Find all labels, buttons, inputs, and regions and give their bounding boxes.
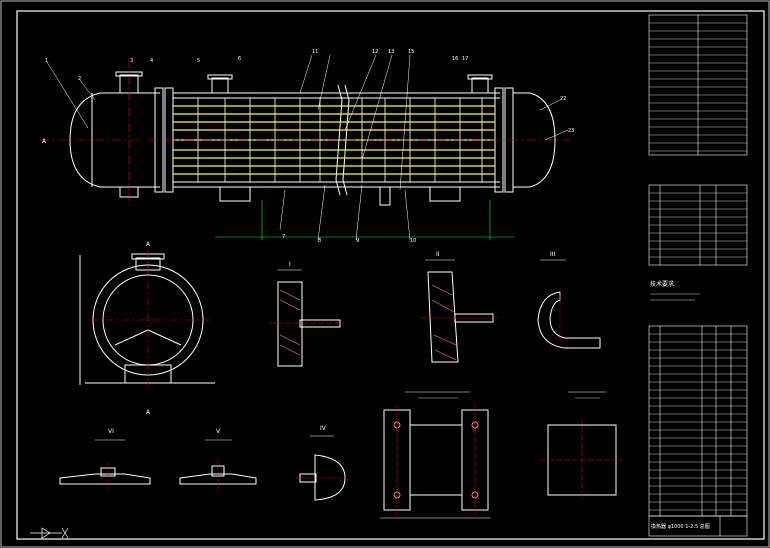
callout: 22: [560, 96, 566, 102]
nozzle-rows: [649, 192, 747, 258]
callout: 2: [78, 76, 81, 82]
callout: 4: [150, 58, 153, 64]
title-block-caption: 換热器 φ1000 1-2.5 总图: [651, 523, 710, 530]
leader-lines: [46, 54, 569, 241]
svg-text:IV: IV: [320, 425, 327, 432]
callout: 16: [452, 56, 458, 62]
design-data-table: [648, 14, 748, 156]
svg-text:II: II: [436, 251, 440, 258]
callout: 8: [318, 238, 321, 244]
ruler-symbol: [30, 527, 69, 539]
callout: 12: [372, 49, 378, 55]
view-arrow-label: A: [42, 138, 47, 145]
callout: 1: [45, 58, 48, 64]
view-vi: VI: [59, 428, 151, 492]
callout: 13: [388, 49, 394, 55]
view-a-bottom-label: A: [146, 409, 151, 416]
plate-view: [540, 391, 622, 500]
detail-ii: II: [420, 251, 500, 363]
callout: 10: [410, 238, 416, 244]
callouts: 1 2 3 4 5 6 11 12 13 15 16 17 22 23 7 8 …: [42, 49, 574, 244]
parts-list-table: [648, 325, 748, 517]
technical-notes-lines: [650, 293, 700, 301]
detail-iii: III: [537, 251, 601, 349]
svg-text:III: III: [550, 251, 556, 258]
technical-notes-title: 技术要求: [650, 280, 674, 288]
tubesheet-view: [380, 391, 490, 519]
svg-text:I: I: [289, 261, 291, 268]
drawing-border: [16, 10, 765, 540]
dimension-lines: [215, 200, 515, 240]
callout: 5: [197, 58, 200, 64]
title-block: [648, 515, 748, 537]
parts-list-rows: [649, 333, 747, 511]
view-a-label: A: [146, 241, 151, 248]
callout: 23: [568, 128, 574, 134]
view-a-end: [79, 253, 215, 385]
callout: 3: [130, 58, 133, 64]
view-v: V: [179, 428, 257, 492]
svg-text:V: V: [216, 428, 221, 435]
callout: 17: [462, 56, 468, 62]
callout: 11: [312, 49, 318, 55]
callout: 9: [356, 238, 359, 244]
callout: 6: [238, 56, 241, 62]
callout: 7: [282, 234, 285, 240]
design-data-rows: [649, 22, 747, 152]
svg-text:VI: VI: [108, 428, 114, 435]
view-iv: IV: [296, 425, 350, 501]
callout: 15: [408, 49, 414, 55]
detail-i: I: [270, 261, 345, 367]
